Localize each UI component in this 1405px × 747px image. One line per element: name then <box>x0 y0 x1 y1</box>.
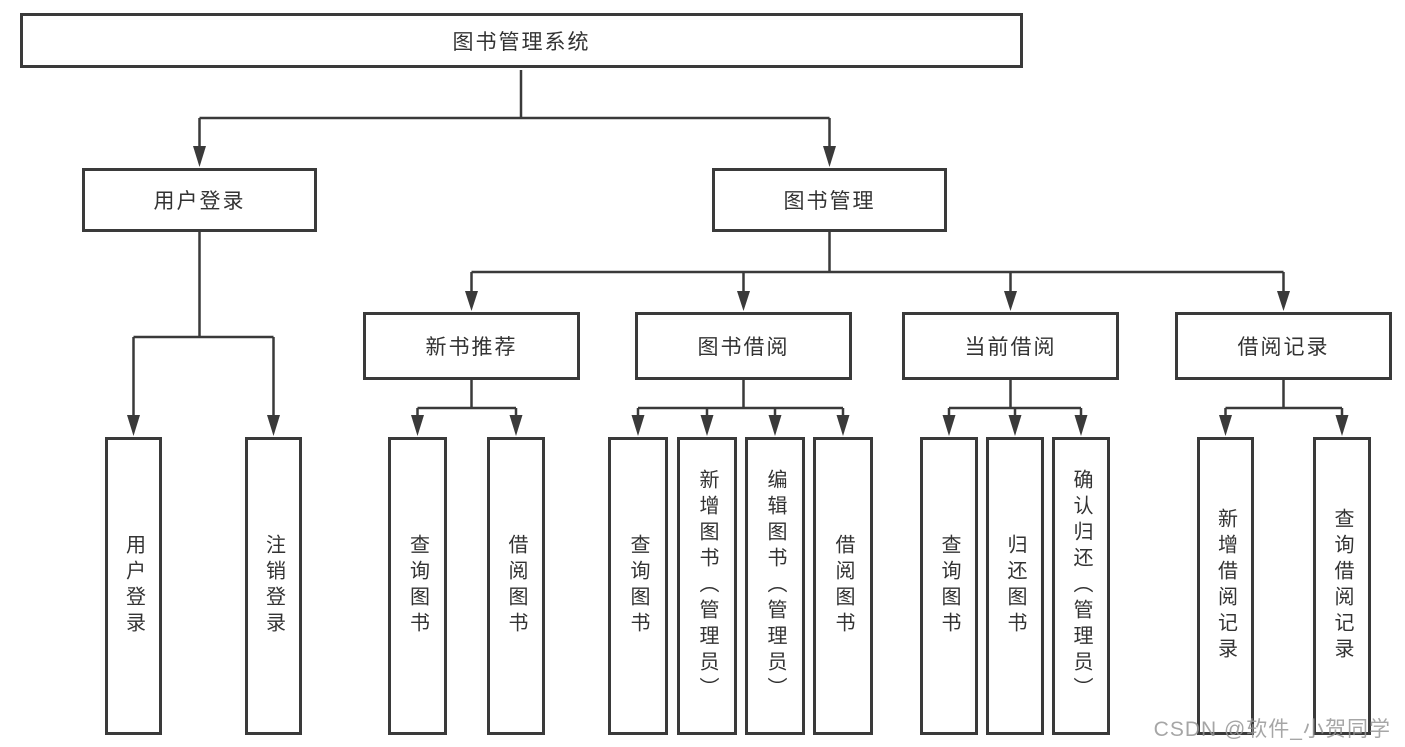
arrowheads <box>127 146 1349 436</box>
node-label: 图书借阅 <box>697 336 790 359</box>
watermark: CSDN @软件_小贺同学 <box>1153 718 1391 741</box>
node-book-borrowing: 图书借阅 <box>635 312 852 380</box>
node-label: 图书管理 <box>783 190 876 213</box>
node-label: 新增图书（管理员） <box>696 469 718 703</box>
node-label: 当前借阅 <box>964 336 1057 359</box>
node-root: 图书管理系统 <box>20 13 1023 68</box>
node-label: 借阅记录 <box>1237 336 1330 359</box>
leaf-query-books-borrowing: 查询图书 <box>608 437 668 735</box>
connector-current-borrowing-to-leaves <box>947 380 1083 416</box>
node-label: 用户登录 <box>153 190 246 213</box>
node-label: 查询图书 <box>627 534 649 638</box>
leaf-query-borrow-record: 查询借阅记录 <box>1313 437 1371 735</box>
node-label: 编辑图书（管理员） <box>764 469 786 703</box>
node-current-borrowing: 当前借阅 <box>902 312 1119 380</box>
leaf-borrow-books-recommend: 借阅图书 <box>487 437 545 735</box>
node-label: 查询借阅记录 <box>1331 508 1353 664</box>
connector-user-login-to-leaves <box>132 232 275 416</box>
node-label: 查询图书 <box>406 534 429 638</box>
leaf-add-borrow-record: 新增借阅记录 <box>1197 437 1254 735</box>
node-borrowing-records: 借阅记录 <box>1175 312 1392 380</box>
node-label: 确认归还（管理员） <box>1070 469 1092 703</box>
connector-new-book-to-leaves <box>416 380 518 416</box>
connector-book-management-to-level3 <box>470 232 1285 292</box>
connector-borrowing-records-to-leaves <box>1224 380 1344 416</box>
node-new-book-recommendation: 新书推荐 <box>363 312 580 380</box>
node-label: 新增借阅记录 <box>1214 508 1237 664</box>
node-label: 归还图书 <box>1004 534 1026 638</box>
leaf-logout: 注销登录 <box>245 437 302 735</box>
leaf-user-login: 用户登录 <box>105 437 162 735</box>
node-label: 借阅图书 <box>832 534 854 638</box>
node-label: 查询图书 <box>938 534 960 638</box>
node-label: 借阅图书 <box>505 534 527 638</box>
node-label: 注销登录 <box>262 534 285 638</box>
leaf-edit-book-admin: 编辑图书（管理员） <box>745 437 805 735</box>
leaf-return-book: 归还图书 <box>986 437 1044 735</box>
node-label: 新书推荐 <box>425 336 518 359</box>
leaf-borrow-books-borrowing: 借阅图书 <box>813 437 873 735</box>
node-book-management: 图书管理 <box>712 168 947 232</box>
connector-book-borrowing-to-leaves <box>636 380 845 416</box>
node-user-login: 用户登录 <box>82 168 317 232</box>
node-label: 用户登录 <box>122 534 145 638</box>
node-label: 图书管理系统 <box>452 30 591 54</box>
leaf-add-book-admin: 新增图书（管理员） <box>677 437 737 735</box>
leaf-query-books-recommend: 查询图书 <box>388 437 447 735</box>
connector-root-to-level2 <box>198 70 831 147</box>
leaf-query-books-current: 查询图书 <box>920 437 978 735</box>
leaf-confirm-return-admin: 确认归还（管理员） <box>1052 437 1110 735</box>
